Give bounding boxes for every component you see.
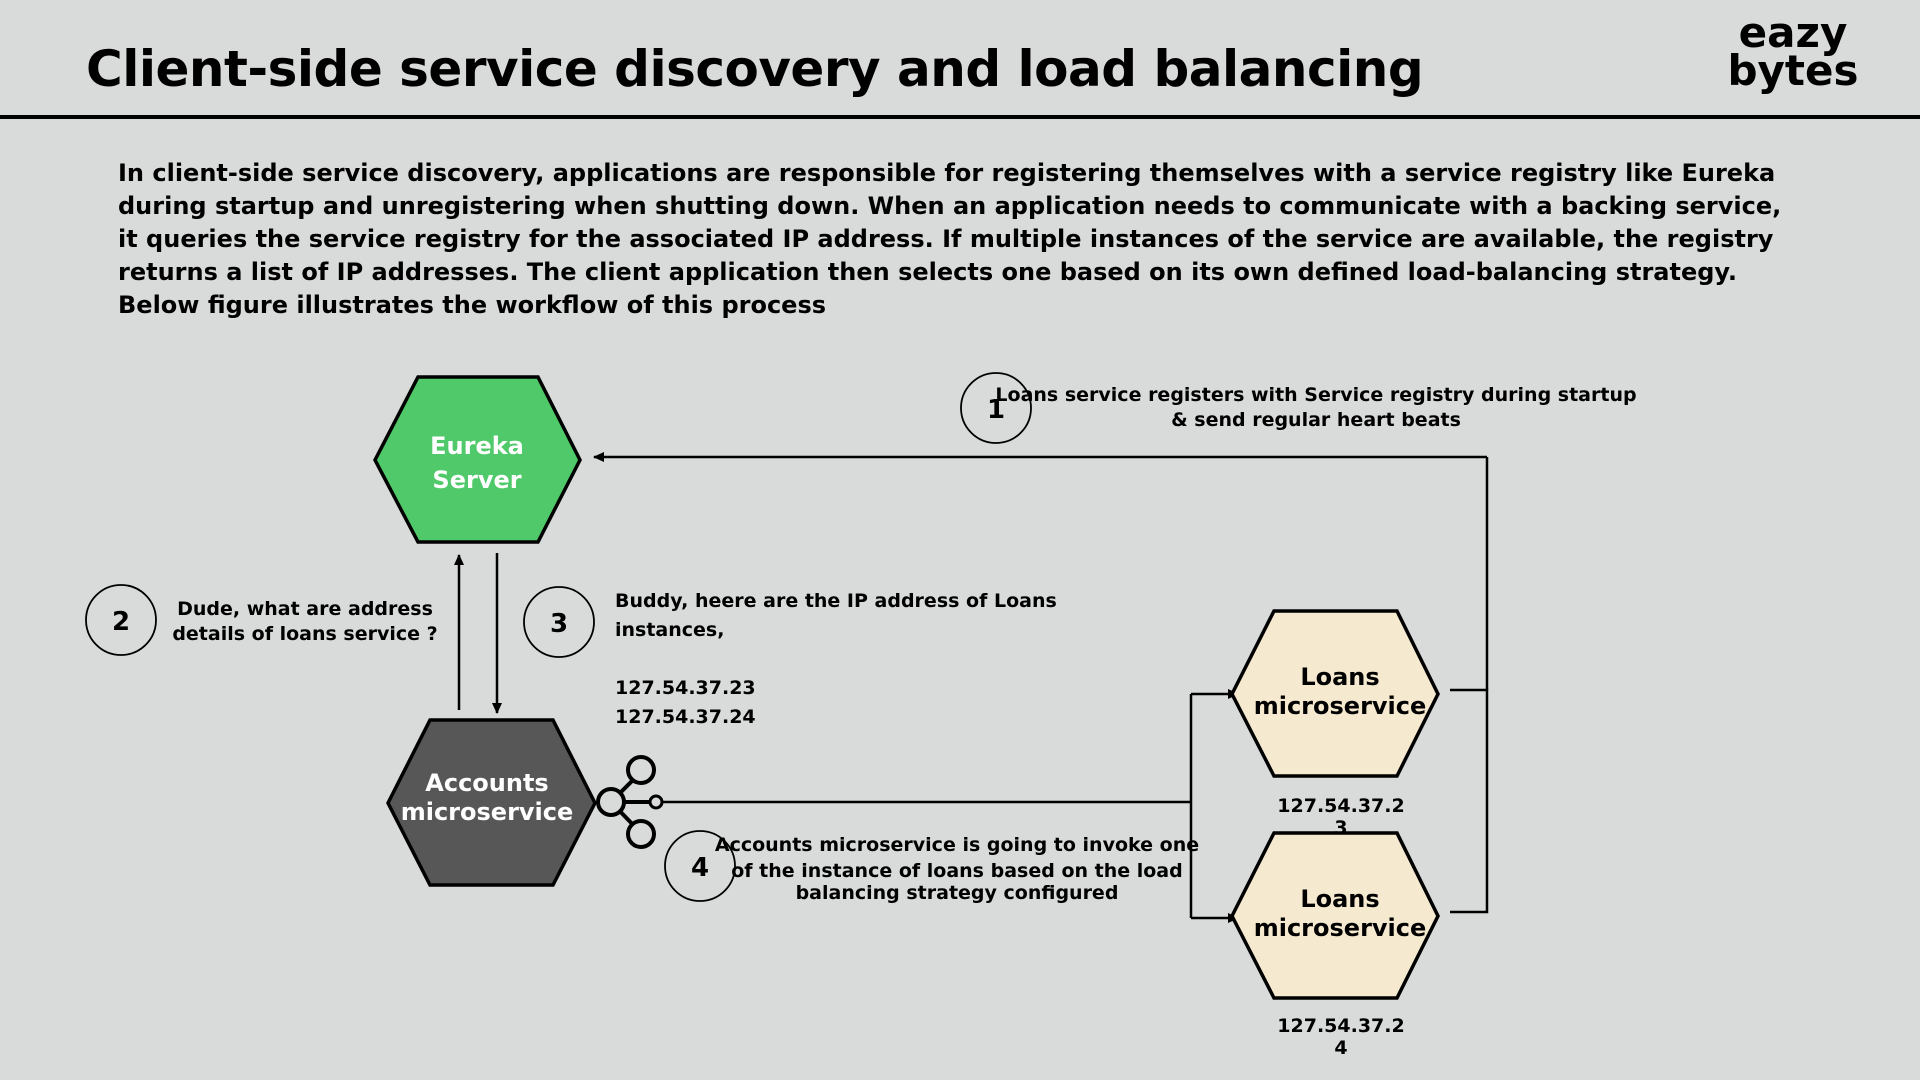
accounts-hexagon xyxy=(386,718,597,887)
step-1-text-1: Loans service registers with Service reg… xyxy=(995,384,1636,406)
page-title: Client-side service discovery and load b… xyxy=(86,40,1424,98)
step-4: 4 Accounts microservice is going to invo… xyxy=(664,830,1199,904)
accounts-microservice-node: Accounts microservice xyxy=(386,718,597,887)
step-4-text-2: of the instance of loans based on the lo… xyxy=(731,860,1182,882)
step-3-ip-1: 127.54.37.23 xyxy=(615,677,756,699)
accounts-label-2: microservice xyxy=(401,798,574,826)
step-3: 3 Buddy, heere are the IP address of Loa… xyxy=(523,586,1057,728)
step-2: 2 Dude, what are address details of loan… xyxy=(85,584,438,656)
loans-2-hexagon xyxy=(1230,831,1440,1000)
loans-2-ip-2: 4 xyxy=(1334,1037,1347,1059)
accounts-label-1: Accounts xyxy=(425,769,548,797)
step-1: 1 Loans service registers with Service r… xyxy=(960,372,1637,444)
step-4-circle xyxy=(664,830,736,902)
loans-microservice-1-node: Loans microservice 127.54.37.2 3 xyxy=(1230,609,1440,839)
eureka-server-node: Eureka Server xyxy=(373,375,582,544)
step-3-ip-2: 127.54.37.24 xyxy=(615,706,756,728)
share-icon xyxy=(596,755,664,849)
loans-2-label-1: Loans xyxy=(1300,885,1379,913)
registration-arrow xyxy=(1450,688,1489,914)
connectors xyxy=(454,452,1489,923)
step-3-text-1: Buddy, heere are the IP address of Loans xyxy=(615,590,1057,612)
eureka-label-1: Eureka xyxy=(430,432,524,460)
loans-1-hexagon xyxy=(1230,609,1440,778)
step-4-text-1: Accounts microservice is going to invoke… xyxy=(715,834,1199,856)
step-1-circle xyxy=(960,372,1032,444)
step-2-circle xyxy=(85,584,157,656)
logo-line-2: bytes xyxy=(1727,46,1859,95)
step-2-text-1: Dude, what are address xyxy=(177,598,433,620)
step-4-number: 4 xyxy=(691,853,709,883)
step-1-number: 1 xyxy=(987,395,1005,425)
title-divider xyxy=(0,115,1920,119)
loans-1-ip-1: 127.54.37.2 xyxy=(1277,795,1404,817)
logo: eazy bytes xyxy=(1718,8,1868,95)
eureka-server-hexagon xyxy=(373,375,582,544)
loans-2-ip-1: 127.54.37.2 xyxy=(1277,1015,1404,1037)
step-3-circle xyxy=(523,586,595,658)
loans-microservice-2-node: Loans microservice 127.54.37.2 4 xyxy=(1230,831,1440,1059)
eureka-label-2: Server xyxy=(432,466,521,494)
loans-1-label-1: Loans xyxy=(1300,663,1379,691)
step-2-text-2: details of loans service ? xyxy=(172,623,437,645)
step-3-text-2: instances, xyxy=(615,619,724,641)
step-3-number: 3 xyxy=(550,609,568,639)
step-2-number: 2 xyxy=(112,607,130,637)
step-4-text-3: balancing strategy configured xyxy=(796,882,1119,904)
loans-1-label-2: microservice xyxy=(1254,692,1427,720)
logo-line-1: eazy xyxy=(1738,8,1848,57)
step-1-text-2: & send regular heart beats xyxy=(1171,409,1461,431)
intro-paragraph: In client-side service discovery, applic… xyxy=(118,159,1782,319)
loans-2-label-2: microservice xyxy=(1254,914,1427,942)
